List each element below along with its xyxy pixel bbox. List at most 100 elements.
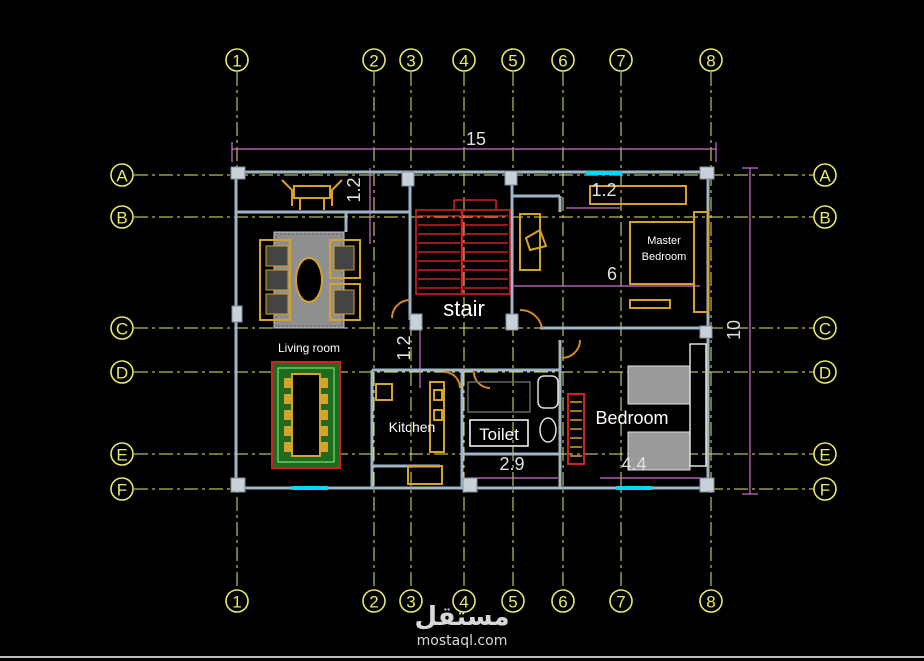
watermark-latin: mostaql.com <box>417 633 508 649</box>
column-label-7: 7 <box>616 52 625 71</box>
column-label-5: 5 <box>508 52 517 71</box>
dimension-overall-width: 15 <box>466 129 486 149</box>
dining-chair <box>321 410 328 420</box>
room-label-bedroom: Bedroom <box>595 408 668 428</box>
structural-columns <box>230 166 715 493</box>
row-label-C: C <box>116 320 128 339</box>
column-bubble-3: 3 <box>399 48 423 72</box>
row-label-E: E <box>116 446 127 465</box>
column-bubble-3: 3 <box>399 589 423 613</box>
stair-symbol <box>415 199 511 295</box>
column-label-8: 8 <box>706 593 715 612</box>
dimension-toilet: 2.9 <box>499 454 524 474</box>
row-bubble-A: A <box>110 163 134 187</box>
column-bubble-1: 1 <box>225 48 249 72</box>
dining-chair <box>284 442 291 452</box>
row-bubble-A: A <box>813 163 837 187</box>
column-bubble-4: 4 <box>452 589 476 613</box>
dining-chair <box>321 378 328 388</box>
row-bubble-B: B <box>813 205 837 229</box>
dimension-ab: 1.2 <box>344 177 364 202</box>
row-label-D: D <box>116 364 128 383</box>
kitchen-counter <box>375 381 445 485</box>
column-label-4: 4 <box>459 593 468 612</box>
column-label-2: 2 <box>369 52 378 71</box>
row-bubble-B: B <box>110 205 134 229</box>
row-label-F: F <box>117 481 127 500</box>
living-room-sofa-set <box>259 231 361 329</box>
row-label-E: E <box>819 446 830 465</box>
toilet-fixtures <box>467 375 559 443</box>
column-bubble-7: 7 <box>609 589 633 613</box>
room-label-master-line2: Bedroom <box>642 251 687 263</box>
column-bubble-5: 5 <box>501 48 525 72</box>
row-bubble-C: C <box>813 316 837 340</box>
toilet-label-frame <box>469 419 529 447</box>
row-bubble-D: D <box>813 360 837 384</box>
row-label-B: B <box>116 209 127 228</box>
row-bubble-C: C <box>110 316 134 340</box>
column-label-4: 4 <box>459 52 468 71</box>
bedroom-beds <box>627 343 707 471</box>
column-label-5: 5 <box>508 593 517 612</box>
column-label-3: 3 <box>406 593 415 612</box>
column-label-1: 1 <box>232 593 241 612</box>
row-label-D: D <box>819 364 831 383</box>
column-bubble-5: 5 <box>501 589 525 613</box>
dining-chair <box>284 426 291 436</box>
column-label-2: 2 <box>369 593 378 612</box>
column-bubble-6: 6 <box>551 589 575 613</box>
watermark-arabic: مستقل <box>414 602 509 632</box>
dining-set-large <box>271 361 341 469</box>
room-label-kitchen: Kitchen <box>389 419 436 435</box>
row-bubble-F: F <box>813 477 837 501</box>
bedroom-wardrobe <box>567 393 585 465</box>
column-bubble-1: 1 <box>225 589 249 613</box>
dining-chair <box>284 378 291 388</box>
row-bubble-E: E <box>110 442 134 466</box>
column-label-6: 6 <box>558 52 567 71</box>
room-label-toilet: Toilet <box>479 425 519 444</box>
column-label-3: 3 <box>406 52 415 71</box>
dining-chair <box>321 442 328 452</box>
dining-chair <box>284 394 291 404</box>
door-swings <box>391 299 581 389</box>
column-bubble-7: 7 <box>609 48 633 72</box>
dining-chair <box>321 394 328 404</box>
windows <box>292 171 652 490</box>
column-bubble-2: 2 <box>362 589 386 613</box>
dining-chair <box>321 426 328 436</box>
dimension-lines <box>231 142 758 495</box>
column-label-7: 7 <box>616 593 625 612</box>
row-label-C: C <box>819 320 831 339</box>
column-bubble-8: 8 <box>699 589 723 613</box>
row-label-A: A <box>116 167 128 186</box>
dining-chairs <box>284 378 328 452</box>
row-label-A: A <box>819 167 831 186</box>
room-label-master-line1: Master <box>647 235 681 247</box>
dining-table-small <box>281 179 343 210</box>
row-bubble-E: E <box>813 442 837 466</box>
dining-chair <box>284 410 291 420</box>
master-bedroom-furniture <box>519 185 709 313</box>
column-bubble-2: 2 <box>362 48 386 72</box>
row-label-B: B <box>819 209 830 228</box>
row-bubble-F: F <box>110 477 134 501</box>
column-label-8: 8 <box>706 52 715 71</box>
dimension-bedroom: 4.4 <box>621 454 646 474</box>
column-bubble-4: 4 <box>452 48 476 72</box>
room-label-living-room: Living room <box>278 341 340 355</box>
row-label-F: F <box>820 481 830 500</box>
column-bubble-8: 8 <box>699 48 723 72</box>
wardrobe-rungs <box>570 401 582 457</box>
dimension-master: 6 <box>607 264 617 284</box>
column-bubble-6: 6 <box>551 48 575 72</box>
dimension-cd: 1.2 <box>394 335 414 360</box>
stair-treads <box>418 215 508 289</box>
room-label-stair: stair <box>443 296 485 321</box>
dimension-overall-depth: 10 <box>724 320 744 340</box>
row-bubble-D: D <box>110 360 134 384</box>
